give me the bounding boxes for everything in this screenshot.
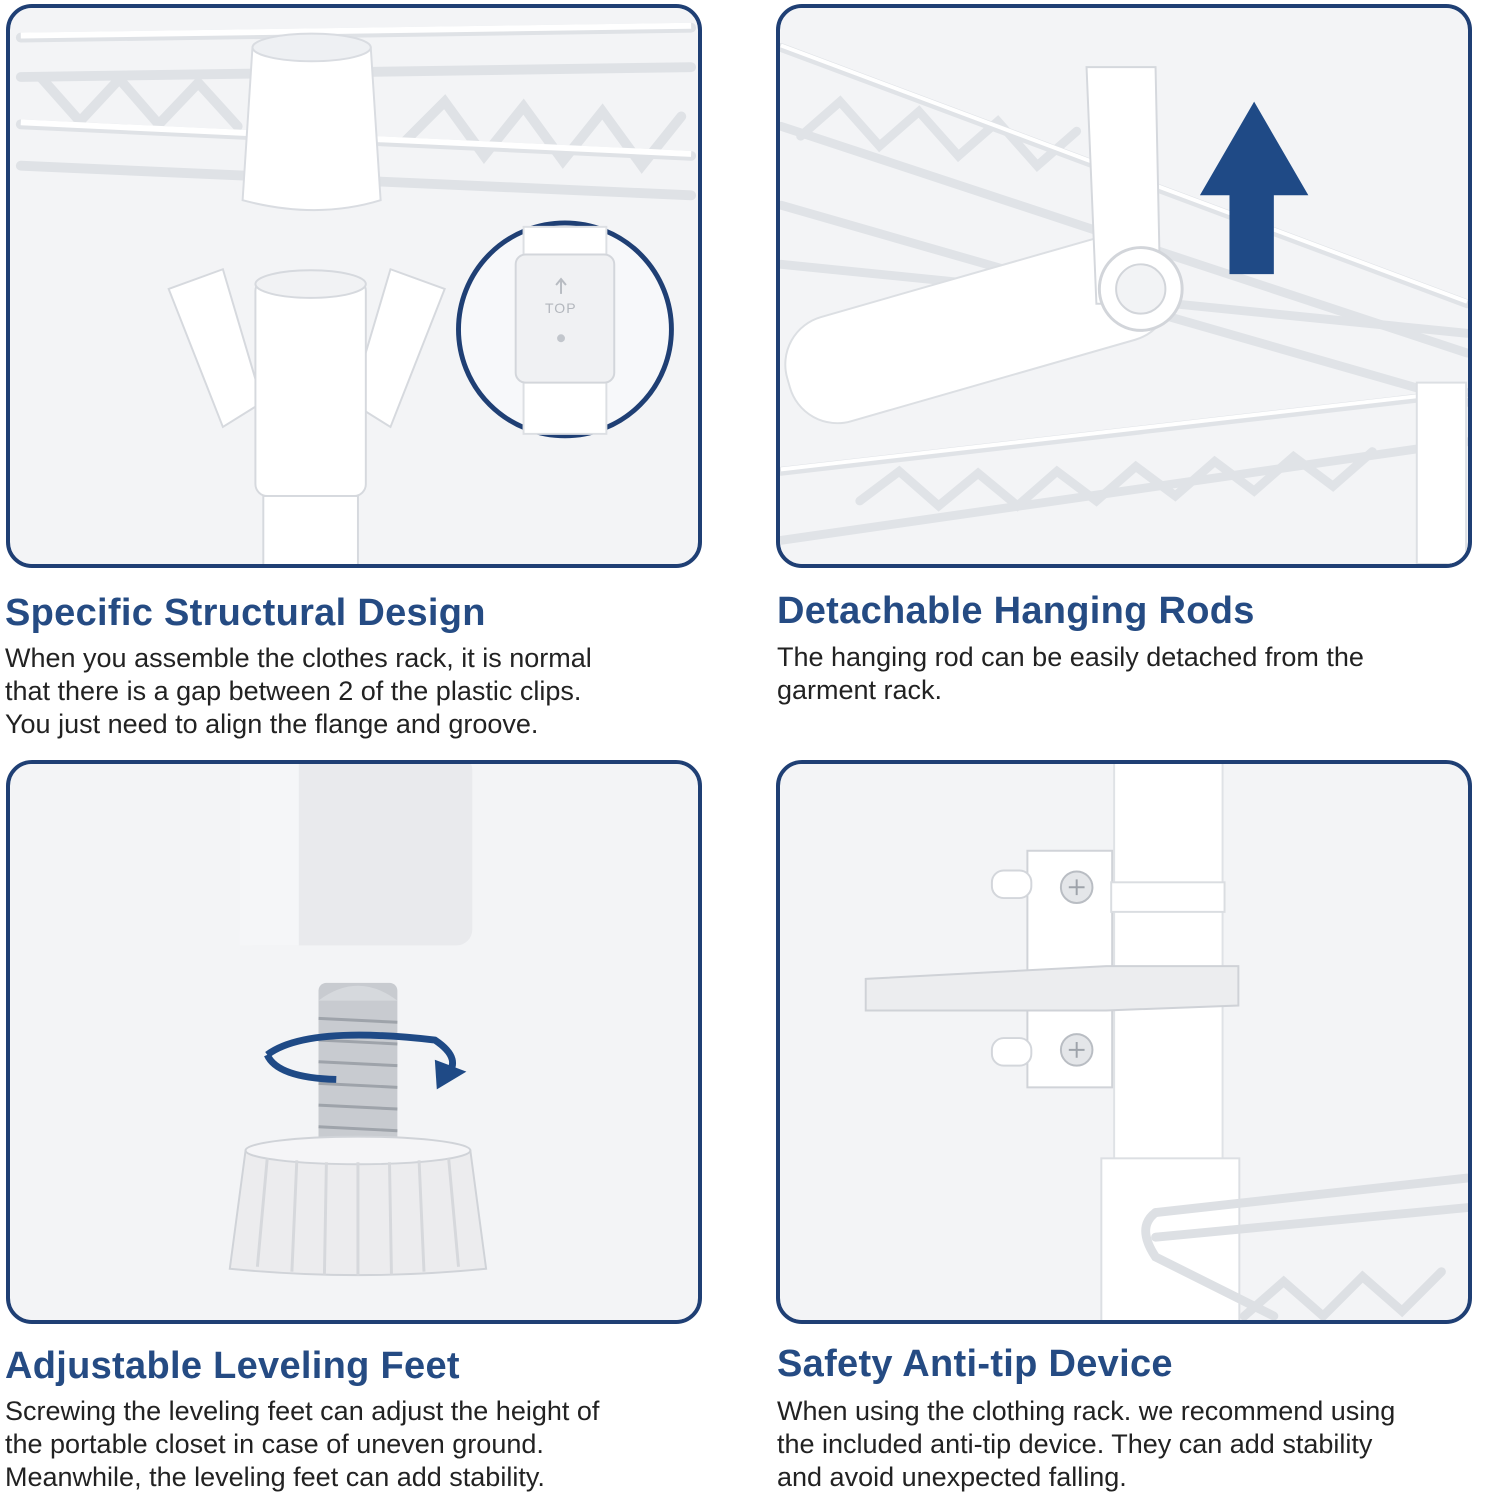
feature-description-structural-design: When you assemble the clothes rack, it i…: [5, 642, 735, 741]
description-line: and avoid unexpected falling.: [777, 1462, 1127, 1492]
sleeve-top-label: TOP: [545, 300, 577, 316]
description-line: When using the clothing rack. we recomme…: [777, 1396, 1396, 1426]
description-line: Screwing the leveling feet can adjust th…: [5, 1396, 600, 1426]
leveling-foot-screw-icon: [10, 764, 698, 1320]
anti-tip-bracket-icon: [780, 764, 1468, 1320]
description-line: You just need to align the flange and gr…: [5, 709, 539, 739]
structural-design-image: [6, 4, 702, 568]
leveling-feet-image: [6, 760, 702, 1324]
feature-title-hanging-rods: Detachable Hanging Rods: [777, 590, 1255, 632]
hanging-rods-image: [776, 4, 1472, 568]
description-line: that there is a gap between 2 of the pla…: [5, 676, 582, 706]
description-line: The hanging rod can be easily detached f…: [777, 642, 1364, 672]
description-line: garment rack.: [777, 675, 943, 705]
feature-description-hanging-rods: The hanging rod can be easily detached f…: [777, 641, 1500, 707]
plastic-clip-connector-icon: [10, 8, 698, 564]
description-line: When you assemble the clothes rack, it i…: [5, 643, 592, 673]
feature-title-structural-design: Specific Structural Design: [5, 592, 486, 634]
feature-description-leveling-feet: Screwing the leveling feet can adjust th…: [5, 1395, 735, 1494]
description-line: Meanwhile, the leveling feet can add sta…: [5, 1462, 545, 1492]
description-line: the included anti-tip device. They can a…: [777, 1429, 1373, 1459]
feature-title-anti-tip-device: Safety Anti-tip Device: [777, 1343, 1173, 1385]
feature-description-anti-tip-device: When using the clothing rack. we recomme…: [777, 1395, 1500, 1494]
anti-tip-device-image: [776, 760, 1472, 1324]
feature-title-leveling-feet: Adjustable Leveling Feet: [5, 1345, 460, 1387]
description-line: the portable closet in case of uneven gr…: [5, 1429, 544, 1459]
hanging-rod-hook-icon: [780, 8, 1468, 564]
